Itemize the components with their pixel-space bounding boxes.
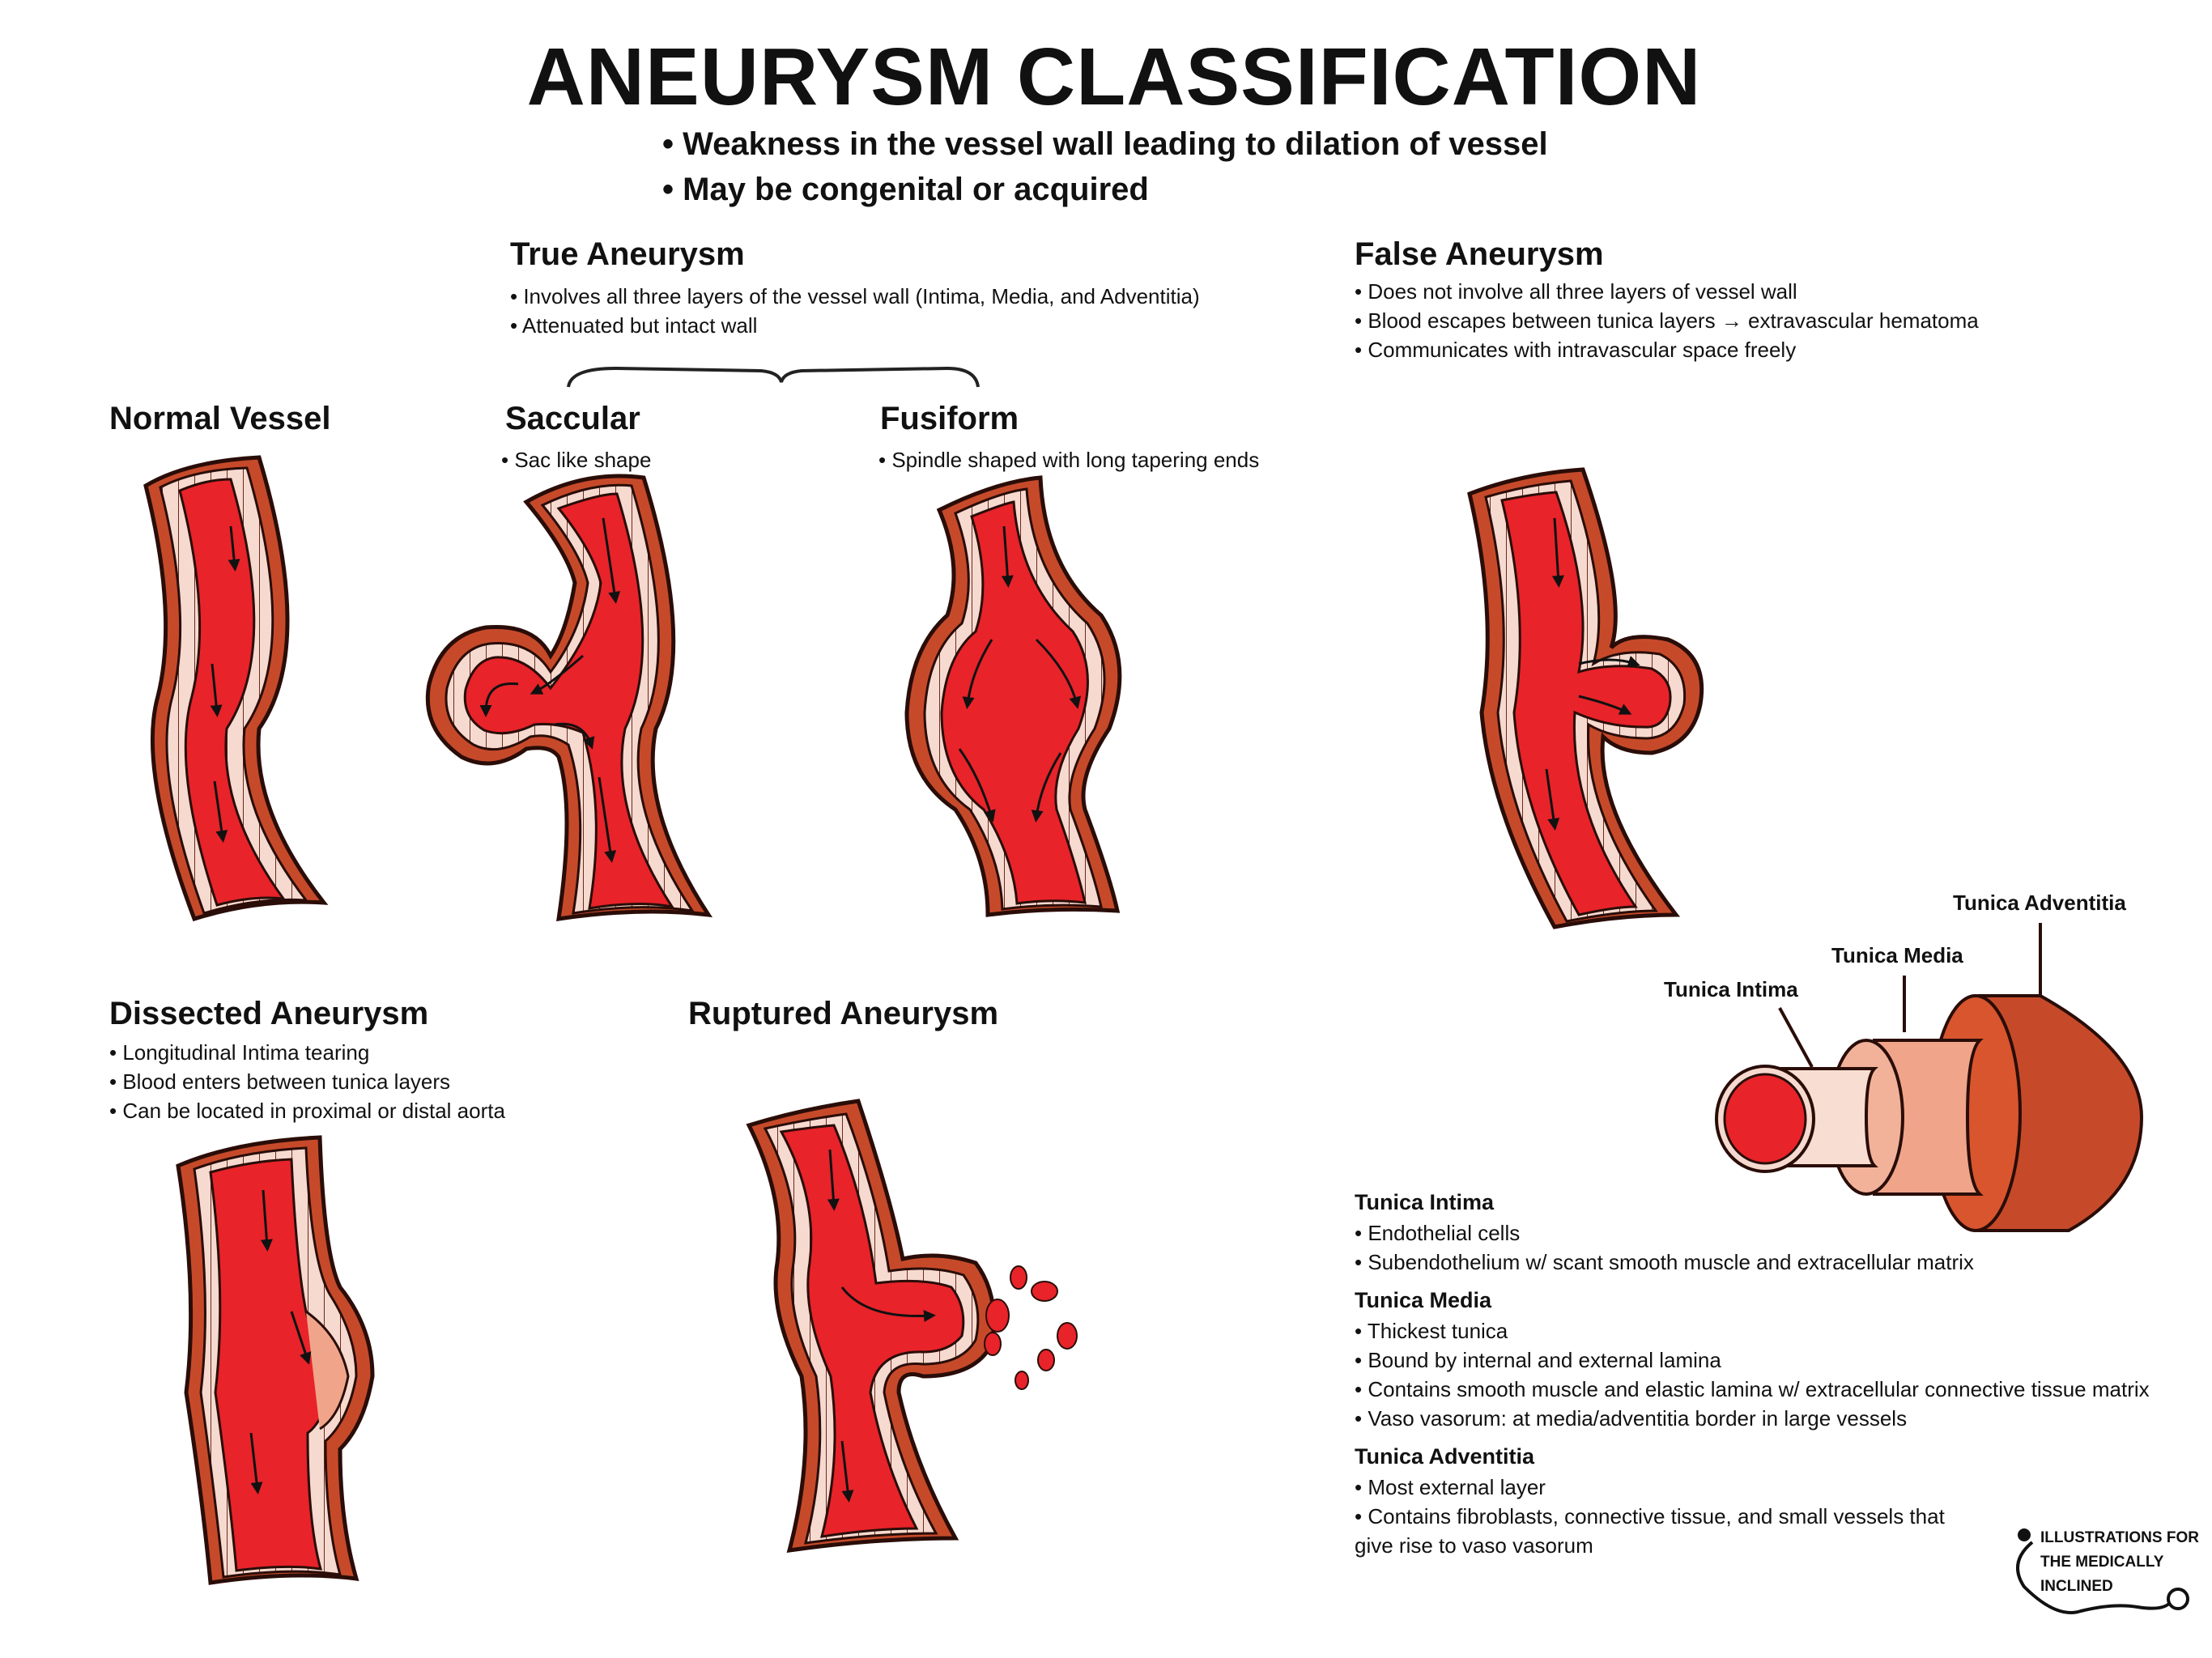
true-aneurysm-heading: True Aneurysm	[510, 236, 745, 272]
true-aneurysm-brace	[567, 366, 980, 388]
bullet: Contains smooth muscle and elastic lamin…	[1355, 1375, 2164, 1404]
dissected-heading: Dissected Aneurysm	[109, 996, 429, 1031]
bullet: Sac like shape	[501, 445, 651, 474]
bullet: Spindle shaped with long tapering ends	[878, 445, 1259, 474]
intima-notes-heading: Tunica Intima	[1355, 1190, 1495, 1214]
saccular-bullets: Sac like shape	[501, 445, 651, 474]
intro-list: Weakness in the vessel wall leading to d…	[662, 121, 1548, 212]
bullet: Bound by internal and external lamina	[1355, 1346, 2164, 1375]
pointer-line	[1778, 1007, 1814, 1068]
fusiform-illustration	[904, 475, 1122, 917]
media-notes-heading: Tunica Media	[1355, 1288, 1492, 1312]
label-tunica-intima: Tunica Intima	[1664, 977, 1798, 1001]
bullet-continuation: give rise to vaso vasorum	[1355, 1533, 1593, 1558]
intima-notes: Endothelial cells Subendothelium w/ scan…	[1355, 1218, 2164, 1277]
vessel-layers-illustration	[1715, 923, 2144, 1232]
bullet: Does not involve all three layers of ves…	[1355, 277, 1979, 306]
bullet: Longitudinal Intima tearing	[109, 1038, 505, 1067]
intro-item: May be congenital or acquired	[662, 167, 1548, 212]
logo-line: THE MEDICALLY	[2040, 1554, 2164, 1571]
layer-notes: Tunica Intima Endothelial cells Subendot…	[1355, 1190, 2164, 1560]
adventitia-notes-heading: Tunica Adventitia	[1355, 1444, 1535, 1469]
ruptured-heading: Ruptured Aneurysm	[688, 996, 999, 1031]
bullet: Involves all three layers of the vessel …	[510, 282, 1199, 311]
bullet: Attenuated but intact wall	[510, 311, 1200, 340]
false-aneurysm-heading: False Aneurysm	[1355, 236, 1604, 272]
bullet: Thickest tunica	[1355, 1316, 2164, 1346]
logo-text: ILLUSTRATIONS FOR THE MEDICALLY INCLINED	[2040, 1526, 2199, 1599]
true-aneurysm-bullets: Involves all three layers of the vessel …	[510, 282, 1200, 340]
bullet: Contains fibroblasts, connective tissue,…	[1355, 1502, 2164, 1531]
logo-line: ILLUSTRATIONS FOR	[2040, 1529, 2199, 1546]
intro-item: Weakness in the vessel wall leading to d…	[662, 121, 1548, 167]
dissected-aneurysm-illustration	[176, 1135, 375, 1585]
label-tunica-media: Tunica Media	[1831, 943, 1963, 967]
bullet: Can be located in proximal or distal aor…	[109, 1096, 505, 1125]
normal-vessel-heading: Normal Vessel	[109, 401, 331, 436]
label-tunica-adventitia: Tunica Adventitia	[1953, 891, 2126, 915]
false-aneurysm-illustration	[1467, 467, 1704, 929]
normal-vessel-illustration	[143, 455, 329, 922]
stethoscope-icon	[2016, 1528, 2189, 1614]
bullet: Vaso vasorum: at media/adventitia border…	[1355, 1404, 2164, 1433]
bullet: Communicates with intravascular space fr…	[1355, 335, 1979, 364]
blood-splatter	[984, 1265, 1078, 1390]
bullet: Blood enters between tunica layers	[109, 1067, 505, 1096]
saccular-illustration	[425, 474, 713, 921]
bullet: Blood escapes between tunica layers → ex…	[1355, 306, 1978, 335]
ruptured-aneurysm-illustration	[746, 1099, 1078, 1554]
saccular-heading: Saccular	[505, 401, 640, 436]
dissected-bullets: Longitudinal Intima tearing Blood enters…	[109, 1038, 505, 1125]
fusiform-heading: Fusiform	[880, 401, 1019, 436]
bullet: Most external layer	[1355, 1473, 2164, 1502]
media-notes: Thickest tunica Bound by internal and ex…	[1355, 1316, 2164, 1433]
logo-line: INCLINED	[2040, 1578, 2113, 1595]
bullet: Subendothelium w/ scant smooth muscle an…	[1355, 1248, 2164, 1277]
adventitia-notes: Most external layer Contains fibroblasts…	[1355, 1473, 2164, 1560]
bullet: Endothelial cells	[1355, 1218, 2164, 1248]
false-aneurysm-bullets: Does not involve all three layers of ves…	[1355, 277, 1979, 364]
fusiform-bullets: Spindle shaped with long tapering ends	[878, 445, 1259, 474]
page-title: ANEURYSM CLASSIFICATION	[526, 32, 1702, 122]
